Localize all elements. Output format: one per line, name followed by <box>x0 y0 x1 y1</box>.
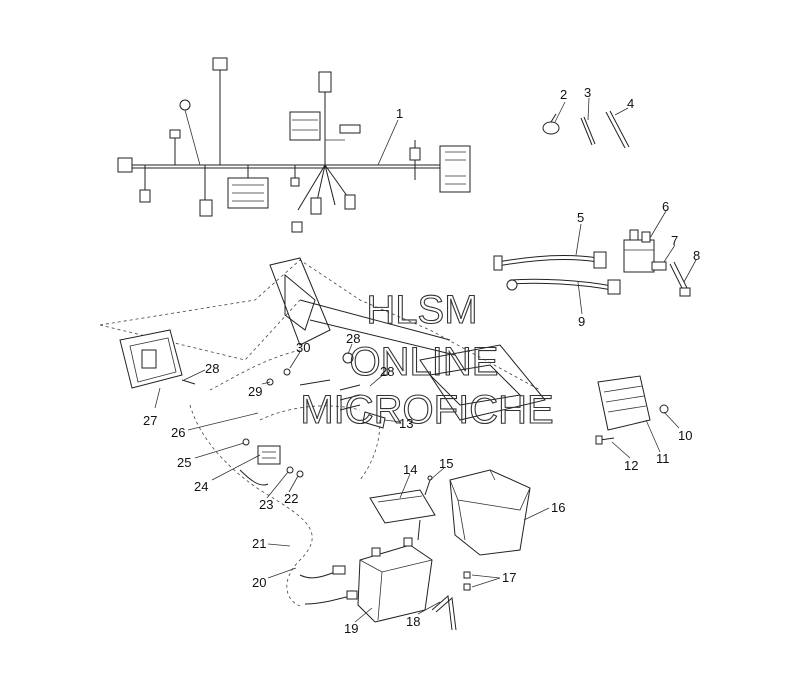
callout-19: 19 <box>344 621 358 636</box>
callout-14: 14 <box>403 462 417 477</box>
callout-10: 10 <box>678 428 692 443</box>
callout-29: 29 <box>248 384 262 399</box>
part-27 <box>119 329 196 389</box>
callout-7: 7 <box>671 233 678 248</box>
frame <box>99 257 546 421</box>
relay-22-26 <box>239 405 361 486</box>
callout-28-right: 28 <box>380 364 394 379</box>
callout-23: 23 <box>259 497 273 512</box>
callout-21: 21 <box>252 536 266 551</box>
part-19-battery <box>357 537 433 623</box>
cables-5-9 <box>493 251 621 295</box>
part-14 <box>369 489 436 541</box>
callout-16: 16 <box>551 500 565 515</box>
callout-15: 15 <box>439 456 453 471</box>
callout-13: 13 <box>399 416 413 431</box>
callout-11: 11 <box>656 451 670 466</box>
callout-1: 1 <box>396 106 403 121</box>
module-10-11-12 <box>595 375 669 445</box>
callout-labels: 1 2 3 4 5 6 7 8 9 10 11 12 13 14 15 16 1… <box>143 85 700 636</box>
callout-28-left: 28 <box>205 361 219 376</box>
callout-25: 25 <box>177 455 191 470</box>
callout-6: 6 <box>662 199 669 214</box>
callout-17: 17 <box>502 570 516 585</box>
callout-27: 27 <box>143 413 157 428</box>
part-16 <box>449 469 531 556</box>
callout-5: 5 <box>577 210 584 225</box>
callout-26: 26 <box>171 425 185 440</box>
callout-8: 8 <box>693 248 700 263</box>
wiring-harness <box>117 57 471 233</box>
callout-12: 12 <box>624 458 638 473</box>
callout-4: 4 <box>627 96 634 111</box>
callout-30: 30 <box>296 340 310 355</box>
callout-9: 9 <box>578 314 585 329</box>
watermark: HLSM ONLINE MICROFICHE <box>300 287 554 432</box>
leader-lines <box>154 97 697 623</box>
hardware-13-28-30 <box>266 352 386 429</box>
watermark-line-3: MICROFICHE <box>300 388 553 432</box>
part-2-3-4 <box>542 110 630 149</box>
callout-24: 24 <box>194 479 208 494</box>
watermark-line-1: HLSM <box>366 288 477 332</box>
callout-2: 2 <box>560 87 567 102</box>
part-17-18 <box>431 571 471 631</box>
watermark-line-2: ONLINE <box>350 340 499 384</box>
callout-28-top: 28 <box>346 331 360 346</box>
callout-20: 20 <box>252 575 266 590</box>
callout-18: 18 <box>406 614 420 629</box>
callout-3: 3 <box>584 85 591 100</box>
solenoid-6-7-8 <box>623 229 691 297</box>
callout-22: 22 <box>284 491 298 506</box>
